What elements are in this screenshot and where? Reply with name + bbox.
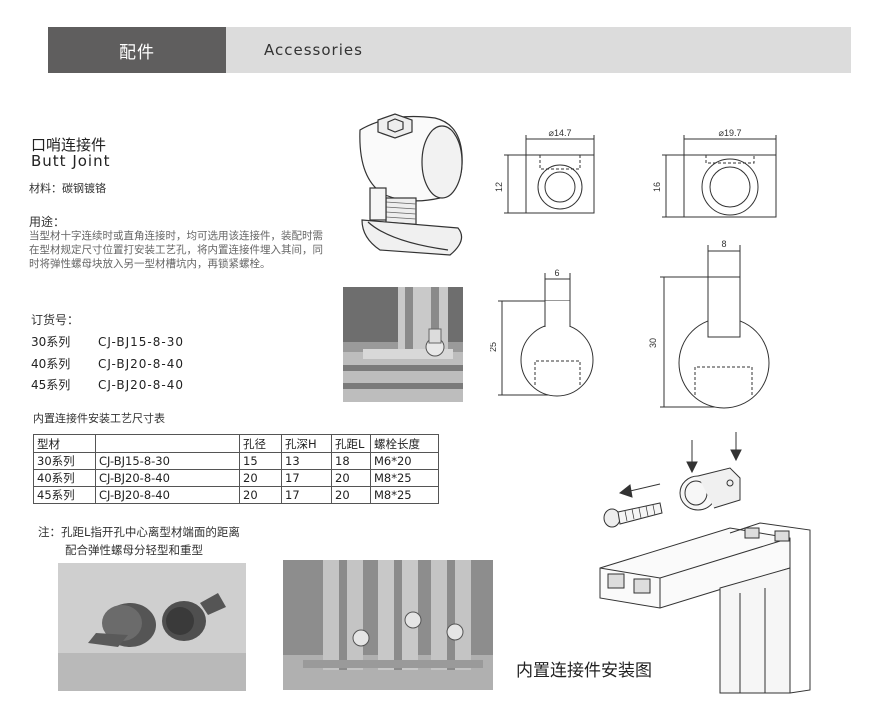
table-cell: M8*25 <box>370 486 439 504</box>
dim-large-side-width: 8 <box>721 239 726 249</box>
table-cell: 45系列 <box>33 486 96 504</box>
small-side-view-drawing: 6 25 <box>490 268 594 397</box>
dim-large-top-height: 16 <box>652 182 662 192</box>
table-cell: 20 <box>331 486 371 504</box>
section-title-en: Accessories <box>264 41 363 59</box>
table-row: 30系列 CJ-BJ15-8-30 15 13 18 M6*20 <box>33 452 439 470</box>
table-header-cell: 型材 <box>33 434 96 453</box>
order-row: 30系列 CJ-BJ15-8-30 <box>31 333 184 350</box>
table-cell: 20 <box>239 486 282 504</box>
table-cell: 17 <box>281 486 332 504</box>
table-cell: 30系列 <box>33 452 96 470</box>
product-name-en: Butt Joint <box>31 152 111 170</box>
order-series: 30系列 <box>31 335 71 349</box>
section-header: 配件 Accessories <box>48 27 851 73</box>
table-row: 45系列 CJ-BJ20-8-40 20 17 20 M8*25 <box>33 486 439 504</box>
table-header-cell: 孔径 <box>239 434 282 453</box>
table-cell: 40系列 <box>33 469 96 487</box>
dim-small-top-width: ⌀14.7 <box>549 128 572 138</box>
dim-large-side-height: 30 <box>648 338 658 348</box>
section-tab-cn: 配件 <box>48 27 226 73</box>
table-cell: M6*20 <box>370 452 439 470</box>
table-cell: M8*25 <box>370 469 439 487</box>
product-name-cn: 口哨连接件 <box>31 136 107 154</box>
note-line-2: 配合弹性螺母分轻型和重型 <box>65 543 203 557</box>
table-cell: CJ-BJ15-8-30 <box>95 452 240 470</box>
table-cell: 20 <box>239 469 282 487</box>
dim-large-top-width: ⌀19.7 <box>719 128 742 138</box>
profiles-photo <box>283 560 493 690</box>
table-cell: 20 <box>331 469 371 487</box>
usage-text: 当型材十字连续时或直角连接时，均可选用该连接件，装配时需在型材规定尺寸位置打安装… <box>29 230 323 270</box>
table-cell: 18 <box>331 452 371 470</box>
order-code: CJ-BJ15-8-30 <box>98 335 184 349</box>
small-top-view-drawing: ⌀14.7 12 <box>494 128 595 214</box>
profile-photo <box>343 287 463 402</box>
dim-small-side-height: 25 <box>490 342 498 352</box>
installation-drawing <box>599 432 811 694</box>
butt-joint-drawing <box>359 113 463 256</box>
usage-heading: 用途： <box>29 215 66 229</box>
order-heading: 订货号： <box>31 313 80 327</box>
table-cell: 13 <box>281 452 332 470</box>
table-cell: CJ-BJ20-8-40 <box>95 486 240 504</box>
table-header-cell: 孔深H <box>281 434 332 453</box>
table-row: 40系列 CJ-BJ20-8-40 20 17 20 M8*25 <box>33 469 439 487</box>
table-header-row: 型材 孔径 孔深H 孔距L 螺栓长度 <box>33 434 439 453</box>
order-code: CJ-BJ20-8-40 <box>98 357 184 371</box>
large-top-view-drawing: ⌀19.7 16 <box>652 128 777 218</box>
order-series: 45系列 <box>31 378 71 392</box>
table-header-cell: 孔距L <box>331 434 371 453</box>
installation-caption: 内置连接件安装图 <box>516 661 652 681</box>
large-side-view-drawing: 8 30 <box>648 239 770 409</box>
dim-small-top-height: 12 <box>494 182 504 192</box>
connector-parts-photo <box>58 563 246 691</box>
order-row: 45系列 CJ-BJ20-8-40 <box>31 376 184 393</box>
note-line-1: 注：孔距L指开孔中心离型材端面的距离 <box>38 525 240 539</box>
table-cell: 15 <box>239 452 282 470</box>
product-material: 材料：碳钢镀铬 <box>29 182 106 195</box>
order-series: 40系列 <box>31 357 71 371</box>
order-code: CJ-BJ20-8-40 <box>98 378 184 392</box>
order-row: 40系列 CJ-BJ20-8-40 <box>31 355 184 372</box>
table-cell: CJ-BJ20-8-40 <box>95 469 240 487</box>
table-header-cell: 螺栓长度 <box>370 434 439 453</box>
table-cell: 17 <box>281 469 332 487</box>
table-caption: 内置连接件安装工艺尺寸表 <box>33 412 165 425</box>
spec-table: 型材 孔径 孔深H 孔距L 螺栓长度 30系列 CJ-BJ15-8-30 15 … <box>33 434 439 504</box>
dim-small-side-width: 6 <box>554 268 559 278</box>
table-header-cell <box>95 434 240 453</box>
